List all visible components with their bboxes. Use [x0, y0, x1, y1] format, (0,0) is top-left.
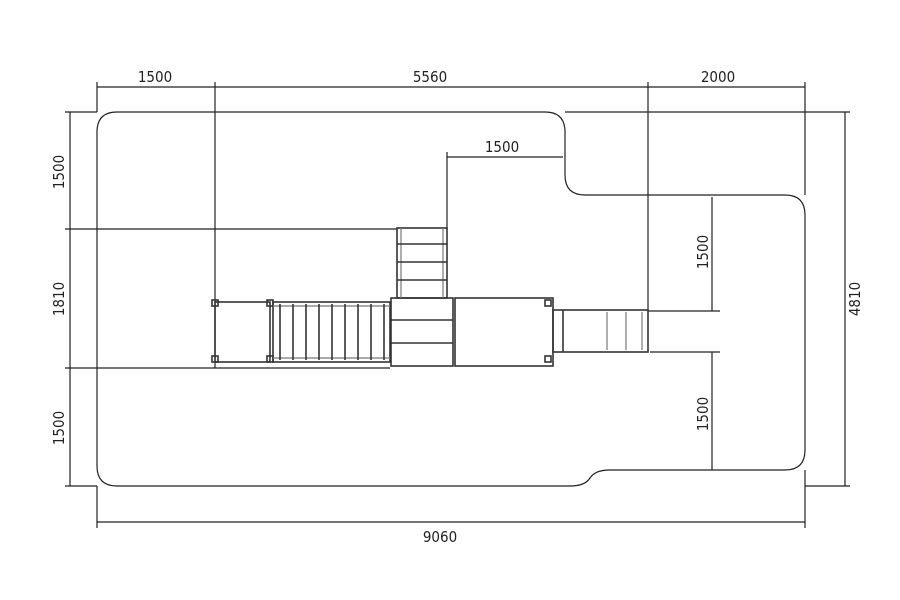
dim-left-2: 1810 [50, 282, 68, 316]
tower-platform [390, 297, 454, 367]
ladder [396, 227, 448, 299]
dim-left-1: 1500 [50, 155, 68, 189]
right-deck [454, 297, 554, 367]
post-markers [211, 299, 552, 363]
dim-inner-top: 1500 [485, 138, 519, 156]
slide [552, 309, 649, 353]
play-structure [211, 227, 649, 367]
bridge [272, 301, 391, 363]
dimension-lines [65, 82, 850, 528]
safety-zone-boundary [96, 111, 806, 487]
dim-right: 4810 [846, 282, 864, 316]
dim-left-3: 1500 [50, 411, 68, 445]
dim-top-1: 1500 [138, 68, 172, 86]
dim-bottom: 9060 [423, 528, 457, 546]
dim-top-3: 2000 [701, 68, 735, 86]
left-platform [214, 301, 271, 363]
dim-inner-right-lower: 1500 [694, 397, 712, 431]
dim-inner-right-upper: 1500 [694, 235, 712, 269]
dim-top-2: 5560 [413, 68, 447, 86]
